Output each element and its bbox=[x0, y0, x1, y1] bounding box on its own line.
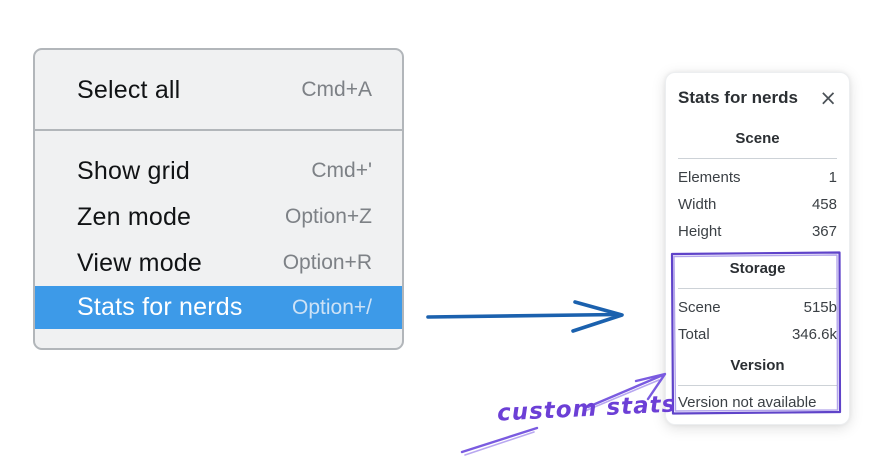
stat-row-height: Height 367 bbox=[678, 218, 837, 245]
menu-item-shortcut: Cmd+A bbox=[301, 78, 372, 101]
version-note: Version not available bbox=[678, 394, 817, 411]
menu-item-label: View mode bbox=[77, 248, 203, 277]
annotation-text: custom stats bbox=[496, 391, 677, 427]
menu-divider bbox=[35, 129, 402, 131]
storage-rows: Scene 515b Total 346.6k bbox=[678, 294, 837, 348]
stats-panel: Stats for nerds × Scene Elements 1 Width… bbox=[665, 72, 850, 425]
section-rule bbox=[678, 158, 837, 159]
section-heading-storage: Storage bbox=[729, 260, 786, 277]
pointer-arrow bbox=[426, 300, 624, 333]
stat-row-total-size: Total 346.6k bbox=[678, 321, 837, 348]
menu-item-zen-mode[interactable]: Zen mode Option+Z bbox=[35, 194, 402, 240]
stat-value: 367 bbox=[811, 223, 837, 240]
stat-row-elements: Elements 1 bbox=[678, 164, 837, 191]
stats-panel-titlebar: Stats for nerds × bbox=[678, 87, 837, 109]
section-rule bbox=[678, 385, 837, 386]
stat-value: 1 bbox=[828, 169, 837, 186]
scene-rows: Elements 1 Width 458 Height 367 bbox=[678, 164, 837, 245]
stat-label: Total bbox=[678, 326, 710, 343]
stat-value: 515b bbox=[803, 299, 837, 316]
menu-item-show-grid[interactable]: Show grid Cmd+' bbox=[35, 148, 402, 194]
menu-item-label: Zen mode bbox=[77, 202, 192, 231]
stat-value: 458 bbox=[811, 196, 837, 213]
stat-row-scene-size: Scene 515b bbox=[678, 294, 837, 321]
menu-item-label: Stats for nerds bbox=[77, 293, 243, 321]
menu-item-label: Select all bbox=[77, 75, 181, 104]
menu-item-select-all[interactable]: Select all Cmd+A bbox=[35, 68, 402, 112]
stat-label: Width bbox=[678, 196, 717, 213]
menu-item-shortcut: Option+/ bbox=[292, 295, 372, 319]
section-rule bbox=[678, 288, 837, 289]
menu-item-stats-for-nerds[interactable]: Stats for nerds Option+/ bbox=[35, 286, 402, 329]
stat-row-width: Width 458 bbox=[678, 191, 837, 218]
menu-item-view-mode[interactable]: View mode Option+R bbox=[35, 240, 402, 286]
stat-value: 346.6k bbox=[791, 326, 837, 343]
menu-item-label: Show grid bbox=[77, 156, 190, 185]
close-icon[interactable]: × bbox=[819, 86, 837, 110]
stats-panel-title: Stats for nerds bbox=[678, 88, 798, 107]
menu-item-shortcut: Option+R bbox=[282, 251, 372, 274]
menu-item-shortcut: Option+Z bbox=[285, 205, 372, 228]
section-heading-version: Version bbox=[730, 357, 785, 374]
menu-item-shortcut: Cmd+' bbox=[311, 159, 372, 182]
context-menu: Select all Cmd+A Show grid Cmd+' Zen mod… bbox=[33, 48, 404, 350]
stat-label: Scene bbox=[678, 299, 721, 316]
section-heading-scene: Scene bbox=[735, 130, 780, 147]
stat-label: Elements bbox=[678, 169, 741, 186]
stat-label: Height bbox=[678, 223, 722, 240]
